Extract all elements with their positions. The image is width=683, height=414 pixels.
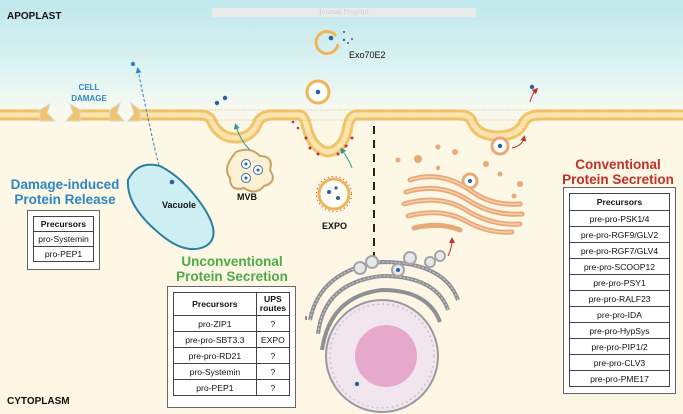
expo-label: EXPO: [322, 221, 348, 231]
endoplasmic-reticulum: [302, 259, 460, 351]
apoplast-label: APOPLAST: [7, 11, 62, 22]
damage-table-row: pro-Systemin: [33, 231, 94, 247]
conventional-table-row: pre-pro-SCOOP12: [569, 258, 670, 275]
ups-header-precursors: Precursors: [173, 292, 257, 316]
conventional-table-row: pre-pro-PIP1/2: [569, 338, 670, 355]
exocytosis-arrow: [529, 87, 539, 103]
exo70e2-vesicle: [314, 29, 353, 55]
secretion-arrow: [511, 135, 527, 149]
damage-table-row: pro-PEP1: [33, 246, 94, 262]
ups-title: Unconventional Protein Secretion: [176, 254, 288, 284]
cell-damage-label: CELL DAMAGE: [71, 83, 107, 103]
mvb: [226, 148, 274, 193]
conventional-table-row: pre-pro-PSY1: [569, 274, 670, 291]
expo-vesicle: [316, 176, 352, 212]
ups-row-route: ?: [255, 315, 291, 332]
conventional-table-row: pre-pro-RALF23: [569, 290, 670, 307]
cytoplasm-label: CYTOPLASM: [7, 396, 70, 407]
exo70e2-label: Exo70E2: [349, 50, 386, 60]
ups-row-route: ?: [255, 363, 291, 380]
vacuole: [126, 163, 215, 250]
conventional-title: Conventional Protein Secretion: [562, 157, 674, 187]
header-bar: Journal Preprint: [212, 8, 476, 17]
expo-fusion-site: [291, 120, 354, 156]
nucleus: [325, 299, 439, 413]
conventional-table-header: Precursors: [569, 193, 670, 211]
conventional-table-row: pre-pro-PSK1/4: [569, 210, 670, 227]
plasma-membrane: [0, 109, 683, 158]
conventional-table-row: pre-pro-RGF9/GLV2: [569, 226, 670, 243]
released-vesicle: [305, 79, 331, 105]
ups-table-box: Precursors UPS routes pro-ZIP1? pre-pro-…: [167, 286, 296, 408]
ups-row-precursor: pro-Systemin: [173, 363, 257, 380]
ups-row-precursor: pro-PEP1: [173, 379, 257, 396]
conventional-table-row: pre-pro-HypSys: [569, 322, 670, 339]
ups-row-precursor: pre-pro-RD21: [173, 347, 257, 364]
vacuole-label: Vacuole: [162, 200, 197, 210]
conventional-table-row: pre-pro-PME17: [569, 370, 670, 387]
ups-row-precursor: pro-ZIP1: [173, 315, 257, 332]
mvb-label: MVB: [237, 192, 257, 202]
damage-table-box: Precursors pro-Systemin pro-PEP1: [27, 210, 100, 270]
ups-row-route: ?: [255, 347, 291, 364]
damage-title: Damage-induced Protein Release: [10, 177, 120, 207]
expo-arrow: [340, 147, 353, 169]
conventional-table-row: pre-pro-IDA: [569, 306, 670, 323]
golgi-arrow: [447, 237, 455, 257]
secretory-vesicles: [395, 84, 535, 199]
golgi-apparatus: [401, 174, 525, 235]
membrane-rupture: [39, 101, 141, 122]
ups-row-route: ?: [255, 379, 291, 396]
conventional-table-row: pre-pro-CLV3: [569, 354, 670, 371]
ups-header-routes: UPS routes: [255, 292, 291, 316]
mvb-arrow: [233, 123, 251, 151]
damage-table-header: Precursors: [33, 216, 94, 232]
cell-damage-arrow: [135, 67, 161, 171]
er-vesicles: [353, 250, 446, 277]
ups-row-route: EXPO: [255, 331, 291, 348]
conventional-table-row: pre-pro-RGF7/GLV4: [569, 242, 670, 259]
ups-row-precursor: pre-pro-SBT3.3: [173, 331, 257, 348]
